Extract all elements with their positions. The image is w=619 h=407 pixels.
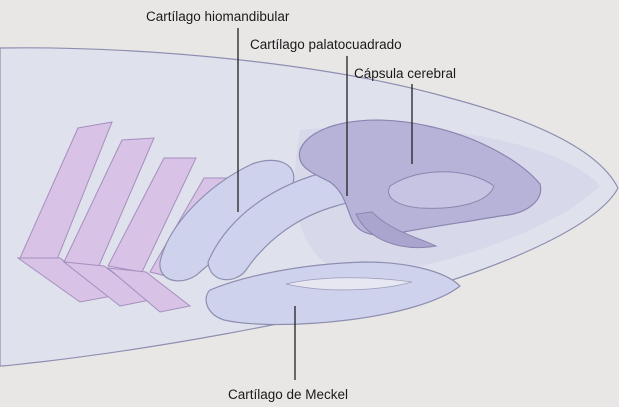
label-meckel: Cartílago de Meckel: [228, 388, 348, 402]
label-palatoquadrate: Cartílago palatocuadrado: [250, 38, 402, 52]
label-braincase: Cápsula cerebral: [354, 67, 456, 81]
label-hyomandibular: Cartílago hiomandibular: [146, 10, 289, 24]
